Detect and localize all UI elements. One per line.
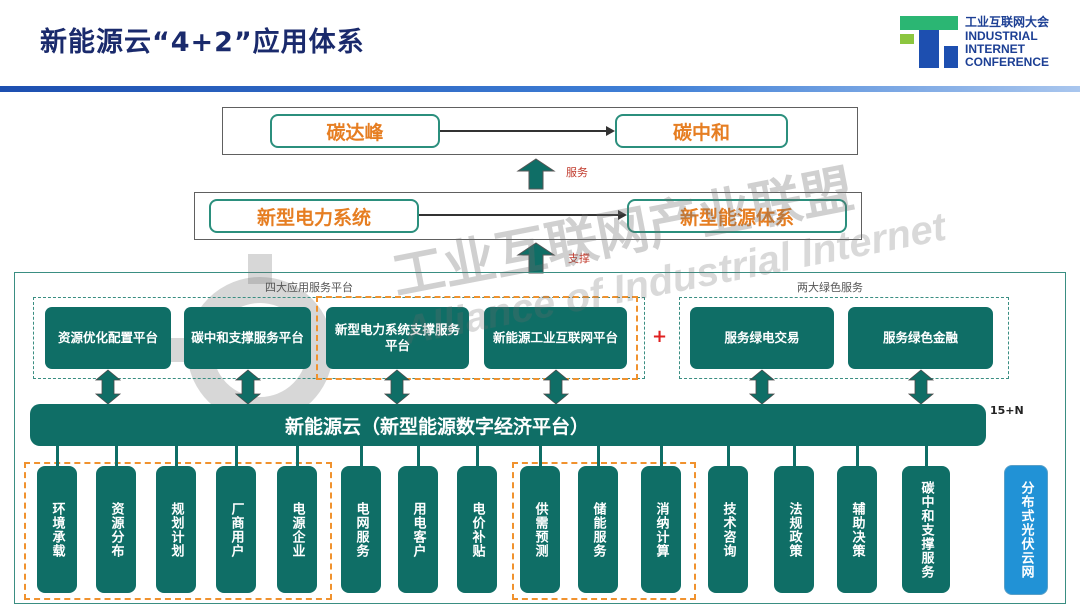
logo-en-2: INTERNET <box>965 42 1025 56</box>
columns-group-2 <box>512 462 696 600</box>
support-label: 支撑 <box>568 252 590 265</box>
arrow-head-1 <box>606 126 615 136</box>
logo-en-1: INDUSTRIAL <box>965 29 1038 43</box>
columns-group-1 <box>24 462 332 600</box>
platform-outer-frame <box>14 272 1066 604</box>
service-column-8: 电价补贴 <box>457 466 497 593</box>
service-column-5: 电源企业 <box>277 466 317 593</box>
column-connector-10 <box>596 446 600 466</box>
conference-logo-text: 工业互联网大会 INDUSTRIAL INTERNET CONFERENCE <box>965 16 1049 69</box>
service-column-15: 碳中和支撑服务 <box>902 466 950 593</box>
service-column-13: 法规政策 <box>774 466 814 593</box>
up-arrow-service-icon <box>516 158 556 190</box>
service-column-1: 环境承载 <box>37 466 77 593</box>
column-connector-4 <box>234 446 238 466</box>
service-label: 服务 <box>566 166 588 179</box>
conference-logo-icon <box>900 16 958 68</box>
logo-cn: 工业互联网大会 <box>965 15 1050 29</box>
header-divider <box>0 86 1080 92</box>
platform-box-2: 碳中和支撑服务平台 <box>184 307 311 369</box>
distributed-pv-column: 分布式光伏云网 <box>1004 465 1048 595</box>
column-connector-2 <box>114 446 118 466</box>
service-column-11: 消纳计算 <box>641 466 681 593</box>
service-column-3: 规划计划 <box>156 466 196 593</box>
new-power-system-box: 新型电力系统 <box>209 199 419 233</box>
four-platforms-label: 四大应用服务平台 <box>265 281 353 294</box>
column-connector-7 <box>416 446 420 466</box>
service-column-9: 供需预测 <box>520 466 560 593</box>
logo-en-3: CONFERENCE <box>965 55 1050 69</box>
column-connector-11 <box>659 446 663 466</box>
platform-box-3: 新型电力系统支撑服务平台 <box>326 307 469 369</box>
carbon-neutral-box: 碳中和 <box>615 114 788 148</box>
column-connector-5 <box>295 446 299 466</box>
plus-sign: + <box>652 326 668 347</box>
column-connector-12 <box>726 446 730 466</box>
green-service-box-2: 服务绿色金融 <box>848 307 993 369</box>
page-title: 新能源云“4+2”应用体系 <box>40 27 365 58</box>
platform-box-1: 资源优化配置平台 <box>45 307 171 369</box>
green-service-box-1: 服务绿电交易 <box>690 307 834 369</box>
green-services-container <box>679 297 1009 379</box>
new-energy-system-box: 新型能源体系 <box>627 199 847 233</box>
platform-box-4: 新能源工业互联网平台 <box>484 307 627 369</box>
two-green-label: 两大绿色服务 <box>797 281 863 294</box>
column-connector-8 <box>475 446 479 466</box>
up-arrow-support-icon <box>516 242 556 274</box>
arrow-line-2 <box>419 214 618 216</box>
arrow-line-1 <box>440 130 606 132</box>
service-column-2: 资源分布 <box>96 466 136 593</box>
column-connector-14 <box>855 446 859 466</box>
carbon-peak-box: 碳达峰 <box>270 114 440 148</box>
column-connector-1 <box>55 446 59 466</box>
highlight-platforms-container <box>316 296 638 380</box>
column-connector-9 <box>538 446 542 466</box>
new-energy-cloud-bar: 新能源云（新型能源数字经济平台） <box>30 404 986 446</box>
service-column-10: 储能服务 <box>578 466 618 593</box>
arrow-head-2 <box>618 210 627 220</box>
column-connector-13 <box>792 446 796 466</box>
column-connector-6 <box>359 446 363 466</box>
service-column-6: 电网服务 <box>341 466 381 593</box>
column-connector-3 <box>174 446 178 466</box>
service-column-12: 技术咨询 <box>708 466 748 593</box>
count-label: 15+N <box>990 404 1024 417</box>
service-column-14: 辅助决策 <box>837 466 877 593</box>
column-connector-15 <box>924 446 928 466</box>
service-column-4: 厂商用户 <box>216 466 256 593</box>
service-column-7: 用电客户 <box>398 466 438 593</box>
